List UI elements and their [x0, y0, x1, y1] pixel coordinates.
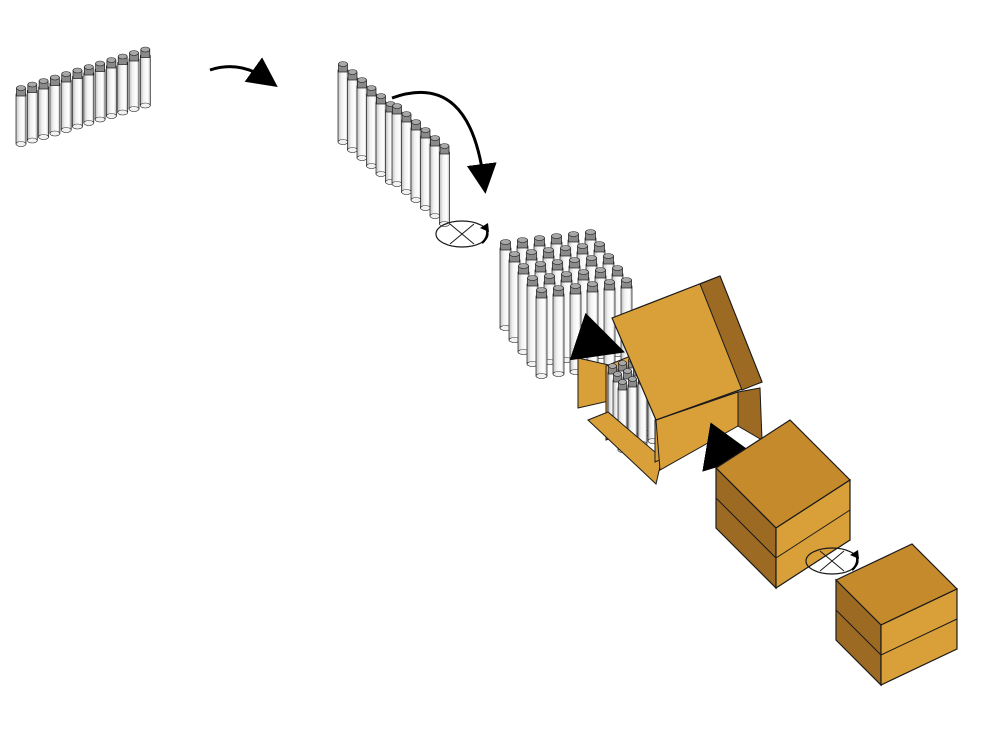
- stage-closed-box: [715, 419, 851, 590]
- bottle: [420, 127, 431, 211]
- bottle: [337, 61, 349, 145]
- rotation-symbol-grid: [435, 220, 489, 248]
- insert-arrow: [569, 312, 625, 361]
- bottle: [72, 67, 83, 130]
- bottle: [586, 281, 599, 373]
- bottle: [375, 93, 387, 177]
- box-lid-edge: [699, 275, 763, 391]
- stage-single-row: [15, 46, 151, 147]
- bottle: [356, 77, 368, 161]
- close-arrow: [702, 422, 756, 472]
- bottle: [139, 46, 151, 109]
- bottle: [60, 71, 72, 133]
- bottle: [552, 285, 565, 377]
- bottle: [117, 53, 129, 116]
- box-seam: [880, 618, 958, 656]
- stage-double-row: [337, 61, 450, 227]
- bottle: [347, 69, 358, 153]
- bottle: [49, 74, 61, 137]
- transfer-arrow: [209, 57, 278, 87]
- bottle: [535, 287, 548, 379]
- bottle: [128, 50, 140, 112]
- box-flap-right: [737, 387, 763, 441]
- stage-open-box: [577, 275, 763, 485]
- box-seam: [835, 609, 882, 656]
- bottle: [499, 239, 512, 331]
- rotation-symbol-box: [805, 547, 859, 575]
- box-seam: [715, 497, 777, 559]
- stage-rotated-box: [834, 543, 959, 687]
- bottle: [26, 81, 38, 144]
- bottle: [106, 57, 117, 119]
- bottle: [429, 135, 441, 219]
- box-seam: [775, 509, 851, 559]
- bottle: [410, 119, 422, 203]
- drop-arrow: [391, 90, 497, 194]
- bottle: [401, 111, 412, 195]
- bottle: [38, 78, 49, 140]
- stage-bottle-grid: [499, 229, 633, 379]
- bottle: [83, 64, 95, 126]
- bottle: [391, 103, 403, 187]
- bottle: [366, 85, 377, 169]
- bottle: [603, 279, 616, 371]
- bottle: [15, 85, 27, 147]
- bottle: [439, 143, 450, 227]
- bottle: [94, 60, 106, 123]
